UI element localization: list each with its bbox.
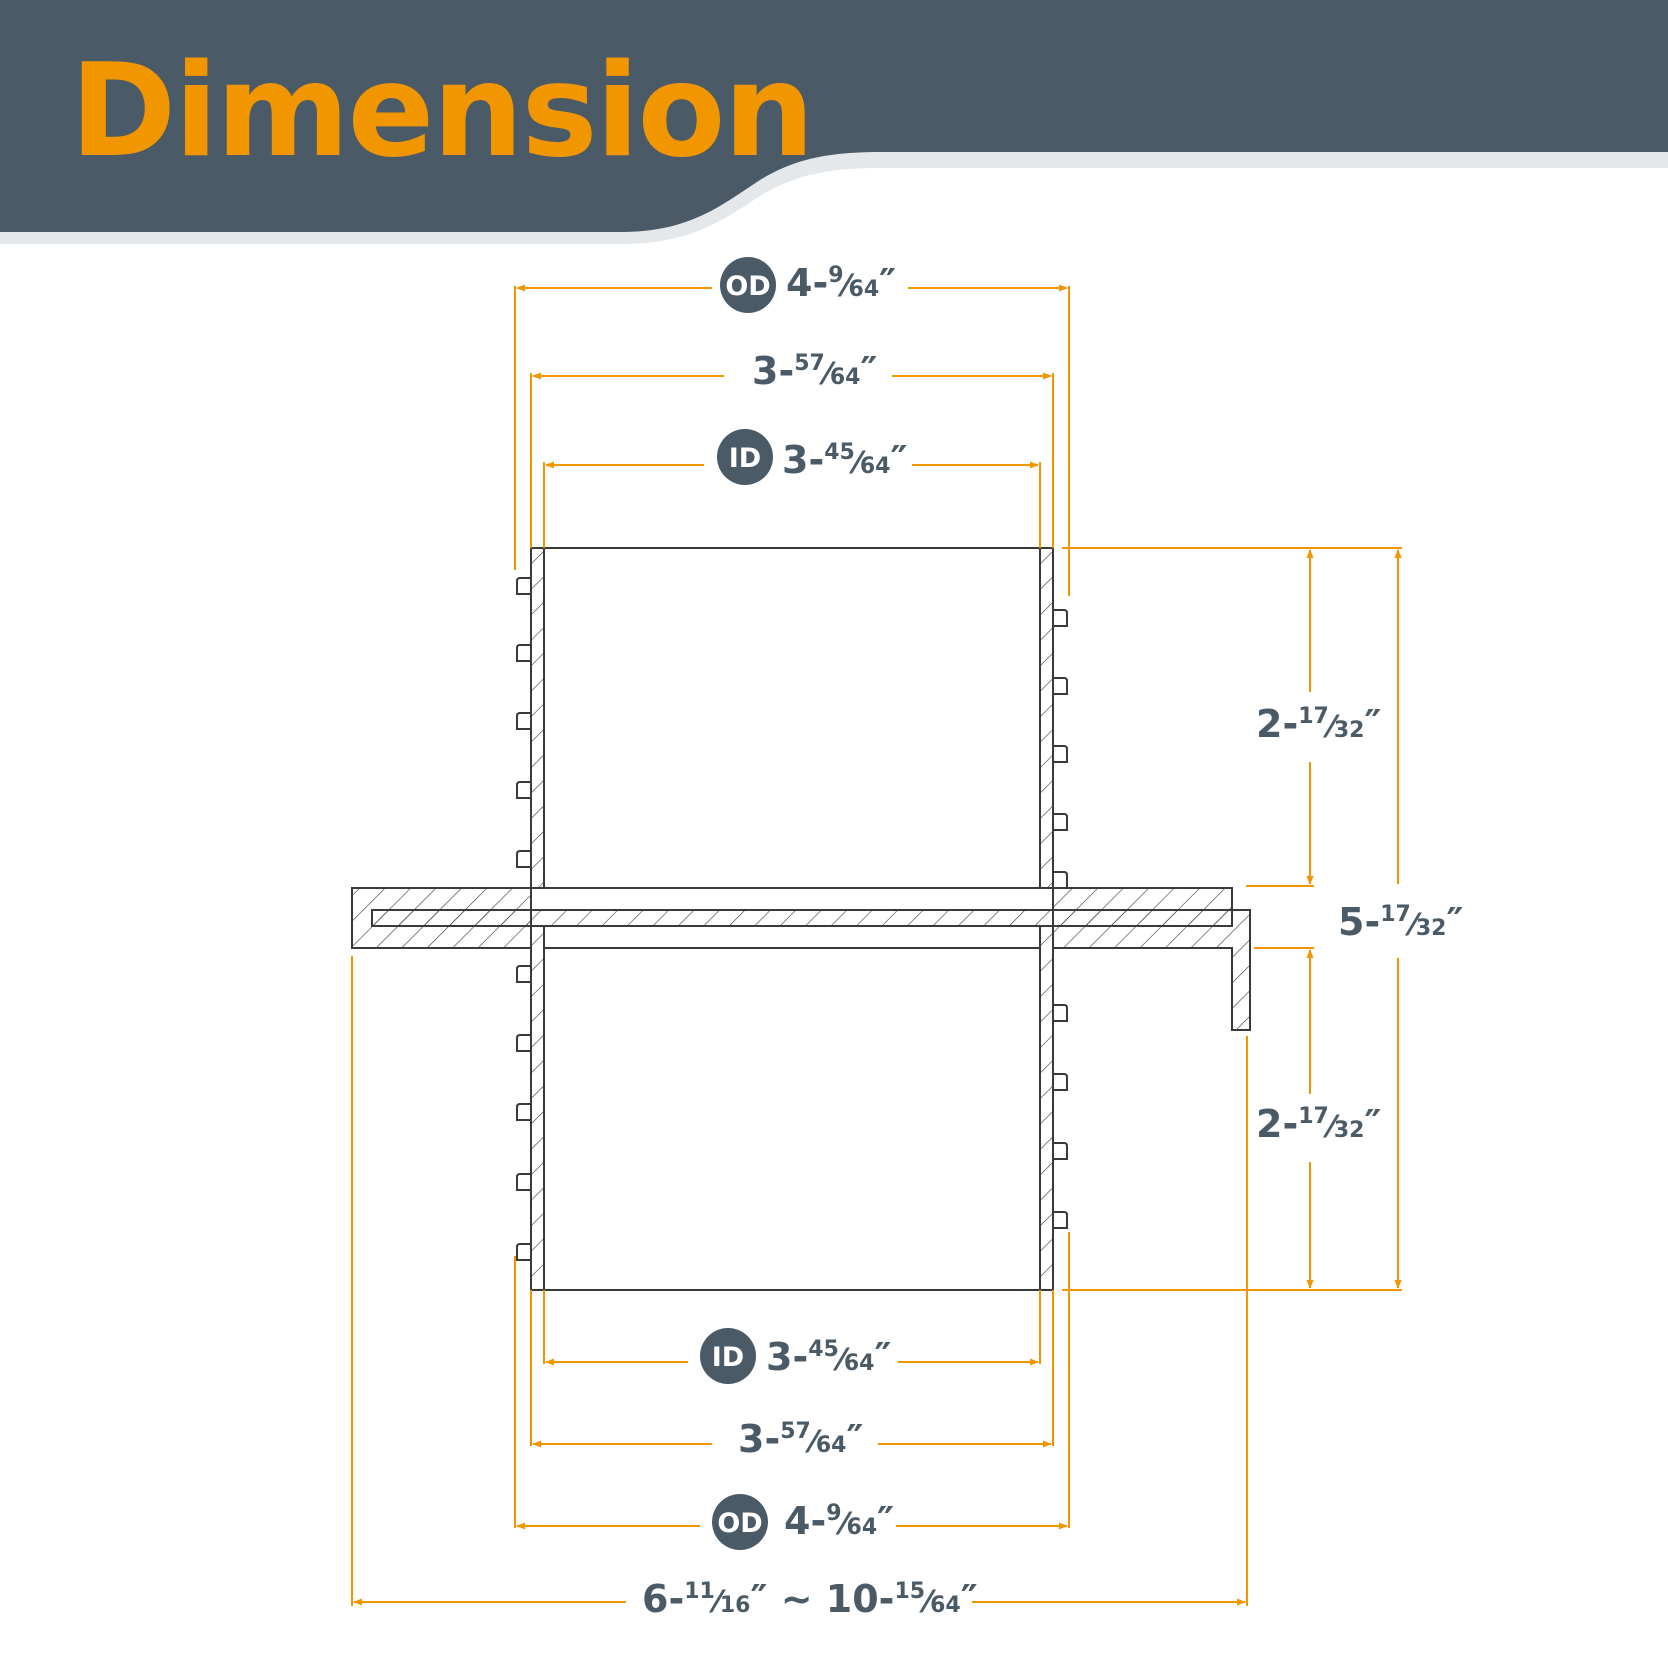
dim-top-od: 4-9⁄64″ xyxy=(786,261,896,305)
upper-left-wall xyxy=(530,547,545,889)
lower-right-wall xyxy=(1039,925,1054,1291)
id-badge-bottom: ID xyxy=(700,1328,756,1384)
page-title: Dimension xyxy=(70,37,815,186)
od-badge-top: OD xyxy=(720,257,776,313)
dim-top-id: 3-45⁄64″ xyxy=(782,438,907,482)
dim-bottom-id: 3-45⁄64″ xyxy=(766,1335,891,1379)
pipe-rib xyxy=(516,850,532,868)
clamp-ring xyxy=(371,909,1233,927)
dim-bottom-mid: 3-57⁄64″ xyxy=(738,1417,863,1461)
od-badge-top-label: OD xyxy=(725,271,770,302)
pipe-rib xyxy=(1052,1142,1068,1160)
pipe-rib xyxy=(1052,871,1068,889)
pipe-rib xyxy=(516,712,532,730)
pipe-rib xyxy=(1052,1073,1068,1091)
pipe-rib xyxy=(516,1173,532,1191)
dim-right-total: 5-17⁄32″ xyxy=(1338,900,1463,944)
fitting-body xyxy=(351,547,1251,1291)
header-band xyxy=(0,0,1668,244)
pipe-rib xyxy=(516,577,532,595)
dimension-lines xyxy=(351,284,1402,1606)
pipe-rib xyxy=(516,644,532,662)
pipe-rib xyxy=(516,1034,532,1052)
pipe-rib xyxy=(516,1103,532,1121)
od-badge-bottom: OD xyxy=(712,1494,768,1550)
pipe-rib xyxy=(1052,609,1068,627)
id-badge-top: ID xyxy=(717,429,773,485)
dim-bottom-od: 4-9⁄64″ xyxy=(784,1499,894,1543)
pipe-rib xyxy=(1052,745,1068,763)
dim-right-upper: 2-17⁄32″ xyxy=(1256,702,1381,746)
dim-top-mid: 3-57⁄64″ xyxy=(752,349,877,393)
upper-right-wall xyxy=(1039,547,1054,889)
pipe-rib xyxy=(1052,1004,1068,1022)
od-badge-bottom-label: OD xyxy=(717,1508,762,1539)
id-badge-top-label: ID xyxy=(729,443,761,474)
dim-flange-range: 6-11⁄16″ ~ 10-15⁄64″ xyxy=(642,1577,978,1621)
id-badge-bottom-label: ID xyxy=(712,1342,744,1373)
pipe-rib xyxy=(1052,813,1068,831)
header-background xyxy=(0,0,1668,232)
pipe-rib xyxy=(1052,1211,1068,1229)
pipe-rib xyxy=(516,781,532,799)
pipe-rib xyxy=(516,965,532,983)
pipe-rib xyxy=(516,1243,532,1261)
pipe-ribs xyxy=(516,577,1068,1261)
lower-left-wall xyxy=(530,925,545,1291)
dim-right-lower: 2-17⁄32″ xyxy=(1256,1102,1381,1146)
pipe-rib xyxy=(1052,677,1068,695)
